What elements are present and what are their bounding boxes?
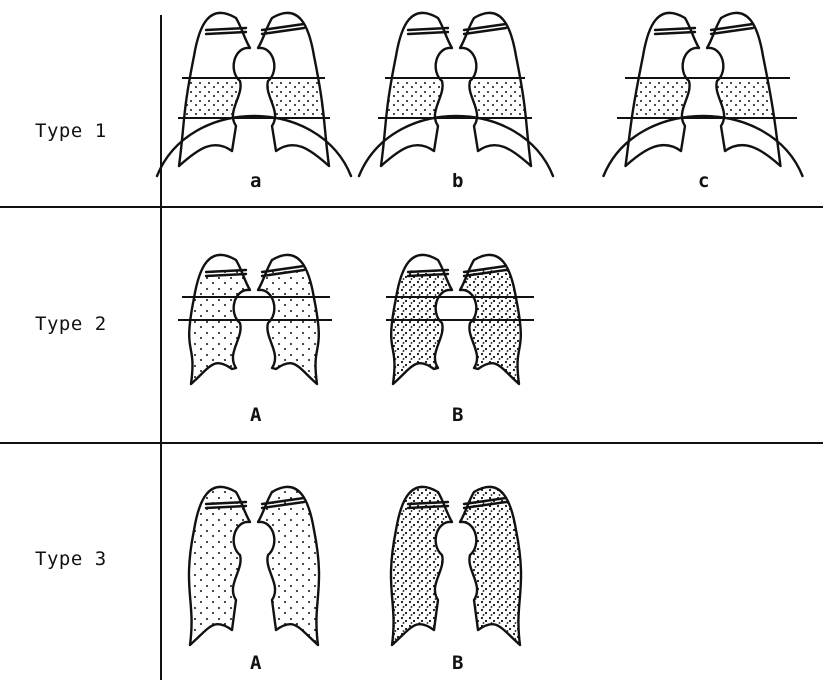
- panel-1c: [604, 13, 803, 176]
- row-label-type-1: Type 1: [35, 120, 107, 142]
- panel-3a-shading: [189, 487, 319, 645]
- panel-label-2a: A: [250, 404, 261, 426]
- panel-1b: [359, 13, 553, 176]
- panel-label-3b: B: [452, 652, 463, 674]
- panel-1c-left-clavicle: [655, 28, 695, 34]
- panel-label-3a: A: [250, 652, 261, 674]
- panel-3a: [189, 487, 319, 645]
- panel-label-1a: a: [250, 170, 261, 192]
- panel-3b-shading: [391, 487, 521, 645]
- panel-label-1c: c: [698, 170, 709, 192]
- panel-1c-diaphragm: [604, 116, 803, 176]
- panel-label-2b: B: [452, 404, 463, 426]
- panel-1a-left-clavicle: [206, 28, 246, 34]
- panel-1b-shading: [381, 13, 531, 166]
- panel-1b-diaphragm: [359, 116, 553, 176]
- panel-1a: [157, 13, 351, 176]
- row-label-type-2: Type 2: [35, 313, 107, 335]
- panel-3b: [391, 487, 521, 645]
- row-label-type-3: Type 3: [35, 548, 107, 570]
- panel-1a-shading: [179, 13, 329, 166]
- panel-1b-left-clavicle: [408, 28, 448, 34]
- panel-label-1b: b: [452, 170, 463, 192]
- panel-1a-diaphragm: [157, 116, 351, 176]
